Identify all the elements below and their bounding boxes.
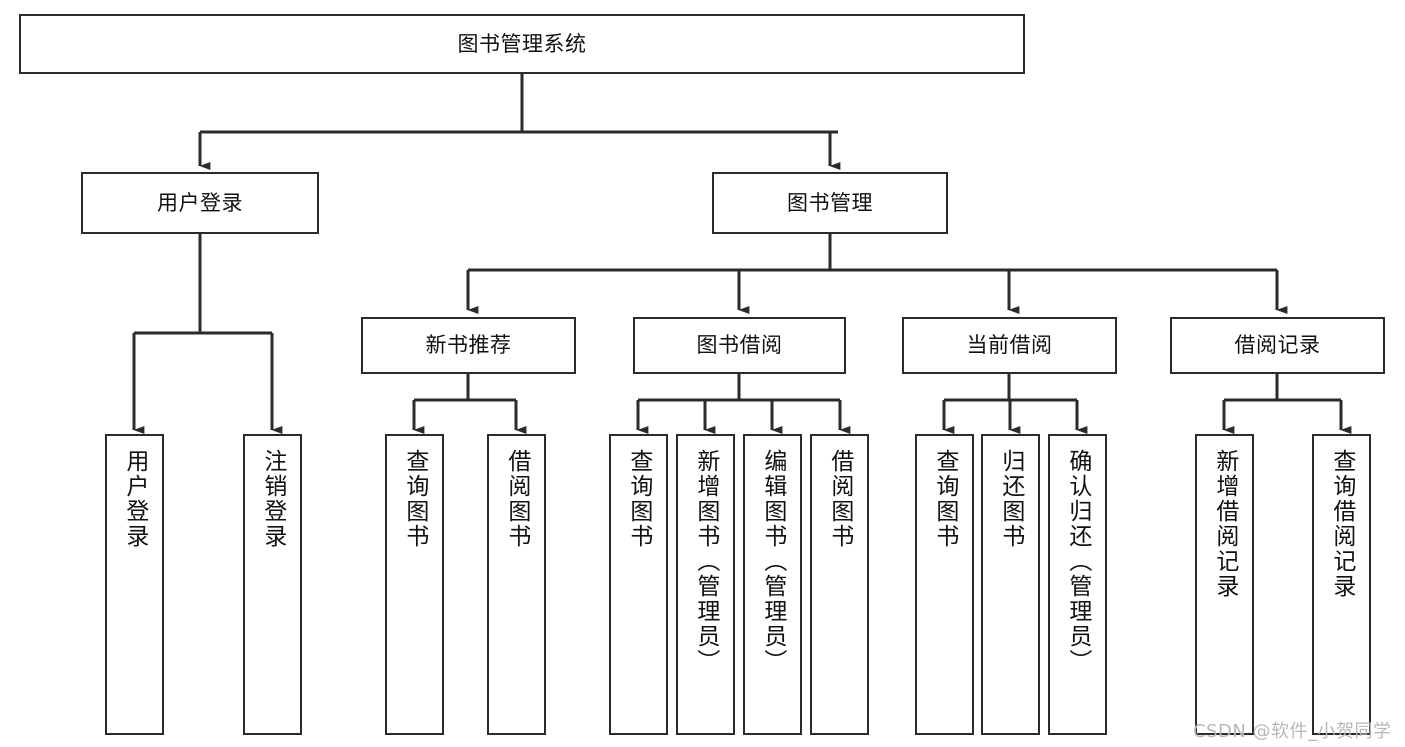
node-leaf-add-borrow-record-label: 新增借阅记录 — [1211, 449, 1238, 599]
node-leaf-query-borrow-record[interactable]: 查询借阅记录 — [1312, 434, 1371, 735]
node-root-label: 图书管理系统 — [457, 31, 587, 56]
node-borrow-record-label: 借阅记录 — [1234, 333, 1321, 357]
node-leaf-add-book[interactable]: 新增图书（管理员） — [676, 434, 735, 735]
node-leaf-return-book[interactable]: 归还图书 — [981, 434, 1040, 735]
node-leaf-borrow-book-1[interactable]: 借阅图书 — [487, 434, 546, 735]
node-leaf-query-book-1-label: 查询图书 — [401, 449, 428, 549]
node-leaf-edit-book-label: 编辑图书（管理员） — [759, 449, 786, 674]
node-leaf-user-login-label: 用户登录 — [121, 449, 148, 549]
node-user-login-label: 用户登录 — [157, 190, 243, 215]
node-borrow-record[interactable]: 借阅记录 — [1170, 317, 1385, 374]
node-book-management-label: 图书管理 — [787, 190, 873, 215]
node-leaf-return-book-label: 归还图书 — [997, 449, 1024, 549]
node-leaf-borrow-book-1-label: 借阅图书 — [503, 449, 530, 549]
node-user-login[interactable]: 用户登录 — [81, 172, 319, 234]
node-leaf-edit-book[interactable]: 编辑图书（管理员） — [743, 434, 802, 735]
node-leaf-logout-login[interactable]: 注销登录 — [243, 434, 302, 735]
node-leaf-query-book-2[interactable]: 查询图书 — [609, 434, 668, 735]
node-leaf-query-book-3-label: 查询图书 — [931, 449, 958, 549]
node-leaf-confirm-return[interactable]: 确认归还（管理员） — [1048, 434, 1107, 735]
node-root-book-management-system[interactable]: 图书管理系统 — [19, 14, 1025, 74]
node-book-borrow-label: 图书借阅 — [696, 333, 783, 357]
node-book-management[interactable]: 图书管理 — [712, 172, 948, 234]
node-leaf-query-borrow-record-label: 查询借阅记录 — [1328, 449, 1355, 599]
node-leaf-user-login[interactable]: 用户登录 — [105, 434, 164, 735]
node-book-borrow[interactable]: 图书借阅 — [633, 317, 846, 374]
csdn-watermark: CSDN @软件_小贺同学 — [1193, 721, 1392, 742]
node-leaf-logout-login-label: 注销登录 — [259, 449, 286, 549]
node-new-book-recommend[interactable]: 新书推荐 — [361, 317, 576, 374]
node-leaf-query-book-3[interactable]: 查询图书 — [915, 434, 974, 735]
node-leaf-confirm-return-label: 确认归还（管理员） — [1064, 449, 1091, 674]
node-new-book-recommend-label: 新书推荐 — [425, 333, 512, 357]
node-current-borrow[interactable]: 当前借阅 — [902, 317, 1117, 374]
node-leaf-add-book-label: 新增图书（管理员） — [692, 449, 719, 674]
node-leaf-borrow-book-2[interactable]: 借阅图书 — [810, 434, 869, 735]
node-current-borrow-label: 当前借阅 — [966, 333, 1053, 357]
node-leaf-add-borrow-record[interactable]: 新增借阅记录 — [1195, 434, 1254, 735]
node-leaf-query-book-2-label: 查询图书 — [625, 449, 652, 549]
node-leaf-query-book-1[interactable]: 查询图书 — [385, 434, 444, 735]
node-leaf-borrow-book-2-label: 借阅图书 — [826, 449, 853, 549]
